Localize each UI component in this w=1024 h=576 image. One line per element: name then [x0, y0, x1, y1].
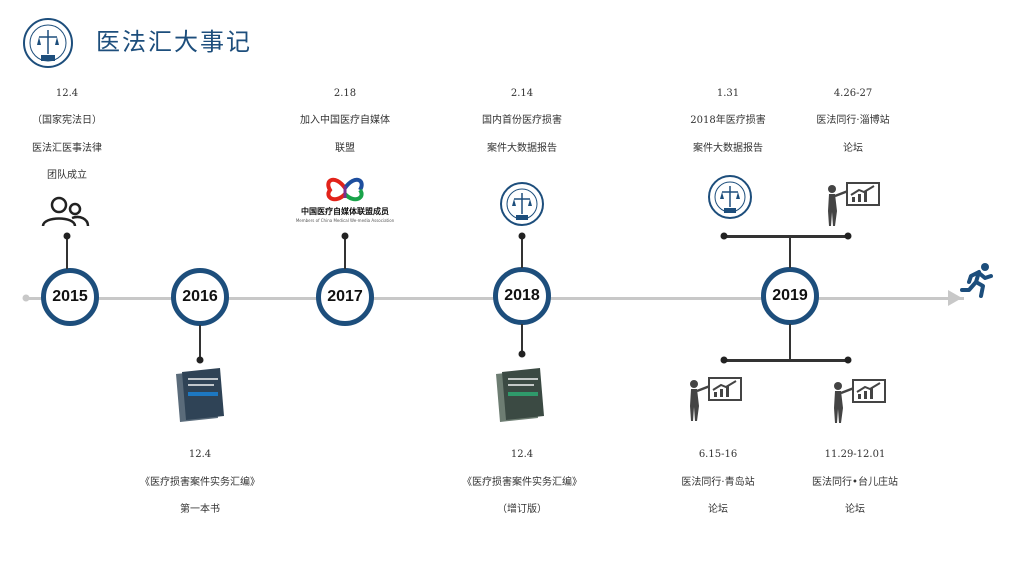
event-2018b-line2: （增订版） — [497, 504, 547, 515]
event-2019c-line1: 医法同行·青岛站 — [681, 477, 755, 488]
media-alliance-name: 中国医疗自媒体联盟成员 — [301, 207, 389, 216]
timeline-start-dot — [22, 294, 30, 302]
event-2019d-date: 11.29-12.01 — [824, 449, 886, 460]
year-2019: 2019 — [761, 267, 819, 325]
presenter-chart-icon — [828, 182, 880, 226]
year-2018: 2018 — [493, 267, 551, 325]
presenter-chart-icon — [834, 379, 886, 423]
event-2017-line1: 加入中国医疗自媒体 — [300, 115, 390, 126]
timeline-arrow-icon — [948, 290, 962, 306]
event-2019a-date: 1.31 — [716, 88, 740, 99]
connector-dot — [518, 232, 526, 240]
connector-2016 — [199, 325, 201, 360]
connector-2017 — [344, 236, 346, 269]
connector-2019-top — [789, 236, 791, 268]
event-2019d-line1: 医法同行•台儿庄站 — [812, 477, 898, 488]
bracket-2019-top — [724, 235, 848, 238]
event-2016-line2: 第一本书 — [180, 504, 220, 515]
media-alliance-english: Members of China Medical We-media Associ… — [295, 218, 395, 223]
running-man-icon — [960, 263, 993, 298]
book-cover-icon — [496, 368, 544, 422]
team-people-icon — [41, 196, 90, 227]
event-2018-line1: 国内首份医疗损害 — [482, 115, 562, 126]
bracket-2019-bottom — [724, 359, 848, 362]
year-2017: 2017 — [316, 268, 374, 326]
connector-dot — [196, 356, 204, 364]
book-cover-icon — [176, 368, 224, 422]
event-2015-line2: 医法汇医事法律 — [32, 143, 102, 154]
event-2019a-line1: 2018年医疗损害 — [690, 115, 766, 126]
connector-dot — [844, 232, 852, 240]
event-2019a-line2: 案件大数据报告 — [693, 143, 763, 154]
event-2016-date: 12.4 — [188, 449, 212, 460]
event-2018-date: 2.14 — [510, 88, 534, 99]
yifahui-logo — [708, 175, 752, 219]
year-2016: 2016 — [171, 268, 229, 326]
connector-dot — [720, 232, 728, 240]
connector-dot — [63, 232, 71, 240]
media-alliance-logo — [326, 177, 364, 202]
event-2018-line2: 案件大数据报告 — [487, 143, 557, 154]
connector-2018-top — [521, 236, 523, 268]
event-2015-line3: 团队成立 — [47, 170, 87, 181]
event-2019b-line1: 医法同行·淄博站 — [816, 115, 890, 126]
event-2019d-line2: 论坛 — [845, 504, 865, 515]
event-2019b-date: 4.26-27 — [833, 88, 873, 99]
event-2019b-line2: 论坛 — [843, 143, 863, 154]
event-2018b-date: 12.4 — [510, 449, 534, 460]
event-2015-date: 12.4 — [55, 88, 79, 99]
event-2019c-date: 6.15-16 — [698, 449, 738, 460]
presenter-chart-icon — [690, 377, 742, 421]
year-2015: 2015 — [41, 268, 99, 326]
connector-dot — [844, 356, 852, 364]
event-2017-date: 2.18 — [333, 88, 357, 99]
connector-2018-bottom — [521, 324, 523, 354]
event-2018b-line1: 《医疗损害案件实务汇编》 — [462, 477, 582, 488]
event-2019c-line2: 论坛 — [708, 504, 728, 515]
connector-2015 — [66, 235, 68, 269]
connector-dot — [518, 350, 526, 358]
event-2015-line1: （国家宪法日） — [32, 115, 102, 126]
connector-2019-bottom — [789, 324, 791, 360]
event-2017-line2: 联盟 — [335, 143, 355, 154]
yifahui-logo — [23, 18, 73, 68]
page-title: 医法汇大事记 — [96, 28, 252, 56]
yifahui-logo — [500, 182, 544, 226]
connector-dot — [341, 232, 349, 240]
connector-dot — [720, 356, 728, 364]
event-2016-line1: 《医疗损害案件实务汇编》 — [140, 477, 260, 488]
